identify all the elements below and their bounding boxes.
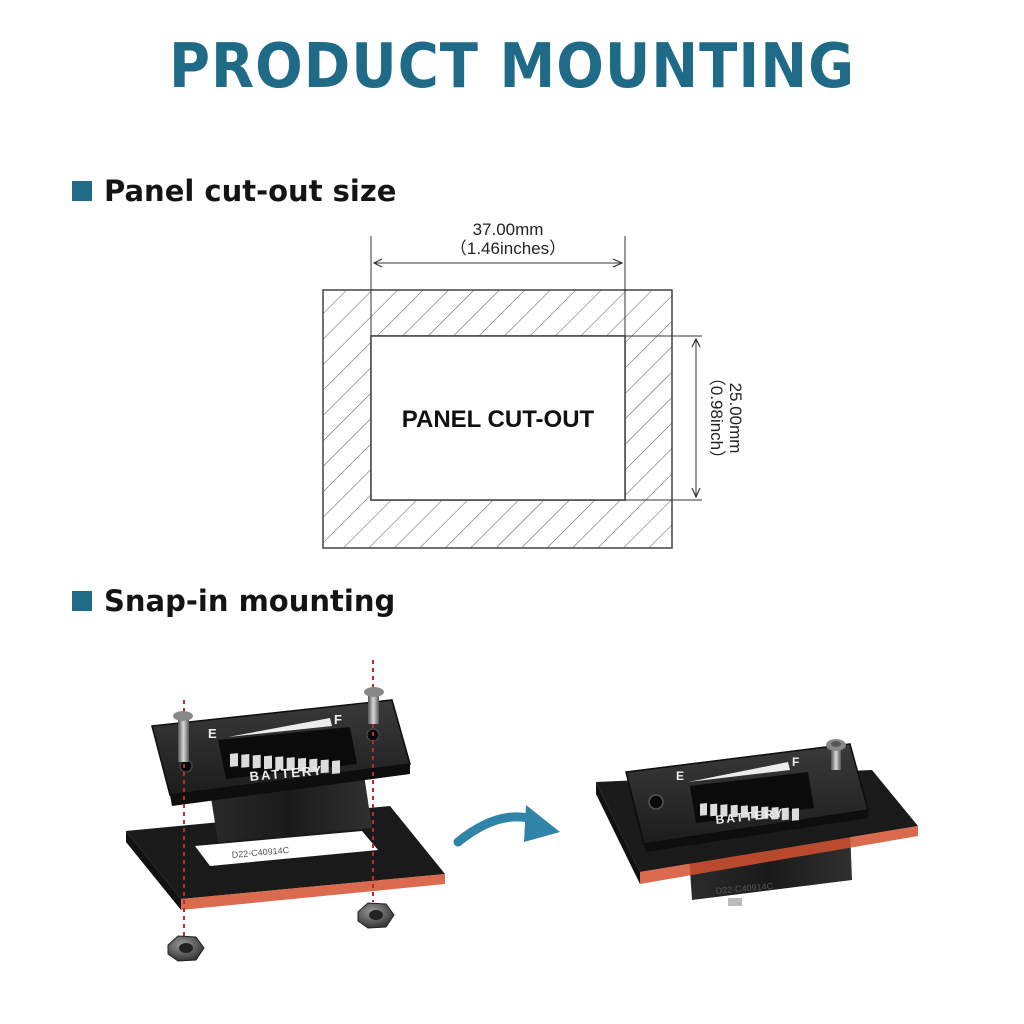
- battery-label-left: BATTERY: [249, 763, 324, 784]
- led-segment: [771, 806, 779, 820]
- screw-left-icon: [173, 711, 193, 762]
- led-segment: [230, 753, 238, 767]
- led-segment: [309, 758, 318, 773]
- led-bar-right: [700, 803, 799, 821]
- height-mm-label: 25.00mm: [726, 383, 745, 454]
- screw-mounted-icon: [826, 739, 846, 770]
- empty-label-right: E: [676, 769, 684, 783]
- height-dimension: [625, 335, 702, 501]
- led-segment: [332, 760, 340, 774]
- led-segment: [710, 803, 718, 817]
- full-label-left: F: [334, 712, 342, 727]
- led-segment: [252, 754, 261, 769]
- section-label: Panel cut-out size: [104, 174, 397, 208]
- meter-bezel-right: E F BATTERY: [625, 743, 869, 852]
- curved-arrow-icon: [453, 805, 560, 847]
- led-segment: [320, 759, 329, 774]
- page-title: PRODUCT MOUNTING: [168, 30, 856, 103]
- led-segment: [751, 805, 759, 819]
- section-snap-in: Snap-in mounting: [72, 584, 395, 618]
- led-bar-left: [230, 753, 340, 774]
- width-dimension: [370, 236, 626, 336]
- width-mm-label: 37.00mm: [473, 220, 544, 239]
- led-segment: [298, 757, 306, 772]
- led-segment: [286, 757, 295, 771]
- nut-left-icon: [167, 935, 205, 962]
- led-segment: [275, 756, 284, 771]
- led-segment: [264, 755, 272, 770]
- empty-label-left: E: [208, 726, 217, 741]
- hatched-panel: [322, 289, 673, 549]
- section-panel-cutout: Panel cut-out size: [72, 174, 396, 208]
- section-bullet: [72, 591, 92, 611]
- screw-right-icon: [364, 687, 384, 724]
- cutout-label: PANEL CUT-OUT: [402, 406, 595, 433]
- meter-bezel-left: E F BATTERY: [151, 699, 411, 806]
- level-ramp-right: [688, 762, 790, 782]
- level-ramp-left: [228, 718, 332, 737]
- mount-hole-left: [648, 794, 664, 810]
- led-segment: [761, 806, 769, 820]
- led-segment: [720, 804, 728, 817]
- cutout-opening: [370, 335, 626, 501]
- panel-opening: [195, 831, 378, 866]
- led-segment: [241, 753, 250, 768]
- nut-right-icon: [357, 902, 395, 929]
- height-in-label: （0.98inch）: [707, 369, 726, 467]
- exploded-view: D22-C40914C E F BATTERY: [126, 660, 445, 962]
- mounting-panel-left: [126, 806, 445, 910]
- led-segment: [792, 808, 799, 821]
- led-segment: [781, 807, 789, 821]
- full-label-right: F: [792, 755, 799, 769]
- mounted-view: D22-C40914C E F BATTERY: [596, 739, 918, 906]
- led-segment: [740, 805, 748, 818]
- section-bullet: [72, 181, 92, 201]
- section-label: Snap-in mounting: [104, 584, 396, 618]
- width-in-label: （1.46inches）: [450, 239, 566, 258]
- led-segment: [730, 804, 738, 818]
- led-segment: [700, 803, 707, 816]
